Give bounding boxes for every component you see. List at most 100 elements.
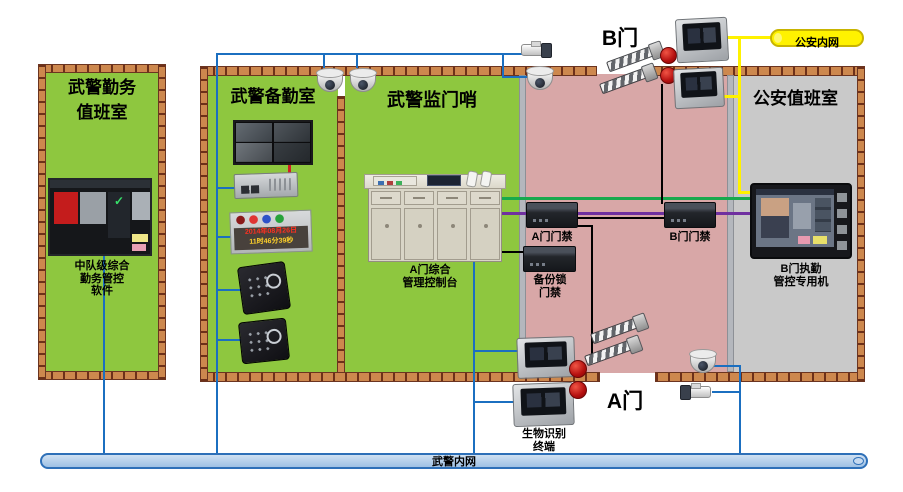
wj-duty-room-title: 武警勤务 值班室 [68,78,136,122]
machine-chip-pink [798,236,810,244]
door-b-access-controller [664,202,716,228]
door-a-access-controller [526,202,578,228]
cable-blue [356,55,358,68]
dome-camera-icon [316,68,344,92]
cable-blue [216,54,218,454]
wj-intranet-bus: 武警内网 [40,453,868,469]
console-door [470,208,500,260]
ga-intranet-node: 公安内网 [770,29,864,49]
bio-terminal-label: 生物识别 终端 [522,428,566,453]
cable-yellow [738,36,741,194]
cable-yellow [722,95,738,98]
gate-b-duty-machine [750,183,852,259]
machine-face-photo [761,198,789,238]
wall [38,64,166,73]
gate-a-console [364,170,506,262]
app-titlebar [50,180,150,188]
duty-software-screenshot: ✓ [48,178,152,256]
cable-blue [216,289,243,291]
corridor-left-pillar [519,75,526,372]
dome-camera-icon [349,68,377,92]
cable-blue [216,236,231,238]
cable-black [500,251,525,253]
app-chip-yellow [132,234,148,242]
cable-blue [216,187,236,189]
cable-blue [216,53,524,55]
gate-a-console-label: A门综合 管理控制台 [402,264,458,289]
console-phone [465,170,479,188]
cable-blue [502,76,529,78]
red-indicator-light [569,360,587,378]
gate-b-duty-machine-label: B门执勤 管控专用机 [773,263,829,288]
ga-intranet-label: 公安内网 [795,37,839,49]
door-b-access-controller-label: B门门禁 [669,231,711,243]
control-keypad [236,260,292,316]
cable-blue [739,365,741,454]
video-decoder-box [233,171,299,200]
gate-b-label: B门 [601,27,639,50]
console-drawer [371,191,401,205]
door-a-access-controller-label: A门门禁 [531,231,573,243]
wall [158,64,166,380]
app-chip-pink [132,244,146,251]
wall [655,372,865,382]
cable-blue [216,339,243,341]
cable-blue [323,55,325,68]
corridor-right-pillar [727,75,734,372]
backup-lock-controller-label: 备份锁 门禁 [533,274,567,299]
app-side-tile [132,192,150,220]
machine-video-tile [793,203,811,229]
cable-blue [502,53,504,78]
red-indicator-light [660,47,677,64]
console-door [437,208,467,260]
machine-chip-yellow [813,236,827,244]
wall [38,64,46,380]
cable-green [500,197,750,200]
wj-gate-post-title: 武警监门哨 [387,90,477,110]
bullet-camera-icon [521,41,552,58]
wall [200,66,208,382]
duty-software-label: 中队级综合 勤务管控 软件 [74,260,130,298]
machine-buttons [837,193,847,251]
app-status-panel: ✓ [108,192,130,238]
console-drawer [470,191,500,205]
wall [857,66,865,382]
ga-duty-room-title: 公安值班室 [753,89,838,108]
dome-camera-icon [526,66,554,90]
cable-blue [712,391,741,393]
console-door [371,208,401,260]
wall-partition [337,96,345,373]
check-icon: ✓ [113,194,125,208]
wall [38,371,166,380]
machine-screen-titlebar [756,189,834,195]
cable-black [577,217,667,219]
machine-side-tiles [815,198,831,232]
console-door [404,208,434,260]
app-video-tile [80,192,106,224]
app-photo-red [54,192,78,224]
cable-purple [500,212,750,215]
face-recognition-terminal [672,66,726,110]
red-indicator-light [569,381,587,399]
dome-camera-icon [689,349,717,373]
bullet-camera-icon [683,386,711,398]
cable-blue [473,401,516,403]
cable-blue [473,262,475,454]
console-panel [373,176,417,186]
cable-yellow [727,36,772,39]
led-display-panel: 2014年08月26日 11时46分39秒 [233,225,309,251]
wj-standby-room-title: 武警备勤室 [230,87,316,106]
console-phone [479,170,493,188]
cable-blue [473,350,520,352]
led-display-sign: 2014年08月26日 11时46分39秒 [229,209,313,255]
cable-black [661,84,663,204]
machine-screen [756,189,834,247]
wj-intranet-label: 武警内网 [432,456,476,468]
face-recognition-terminal [674,16,730,64]
cctv-quad-monitor [233,120,313,165]
led-signal-lights [234,213,287,227]
console-screen [427,175,461,186]
gate-a-label: A门 [606,390,644,413]
control-keypad [237,317,291,365]
